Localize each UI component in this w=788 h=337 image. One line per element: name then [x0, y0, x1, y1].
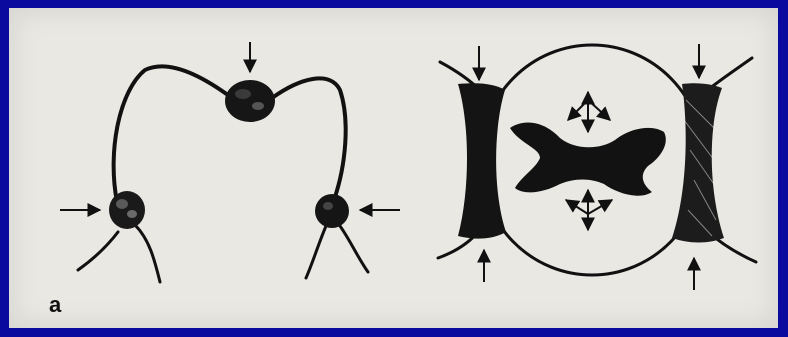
lower-right-strand-2 [340, 226, 368, 272]
upper-fan-left [568, 100, 588, 120]
knot-top [225, 80, 275, 122]
lower-right-strand-1 [306, 226, 326, 278]
central-bar [510, 123, 666, 196]
panel-label: a [49, 292, 61, 318]
left-arrows [60, 42, 400, 210]
lower-fan-right [588, 200, 612, 214]
right-pillar [672, 83, 724, 242]
knot-right [315, 194, 349, 228]
lower-fan-left [566, 200, 588, 214]
left-diagram [78, 66, 368, 282]
lower-left-strand-2 [135, 225, 160, 282]
left-pillar [458, 83, 506, 238]
arch-left-strand [114, 66, 232, 202]
lower-left-strand-1 [78, 232, 118, 270]
knot-left [109, 191, 145, 229]
upper-fan-right [588, 100, 610, 120]
arch-right-strand [272, 78, 346, 200]
